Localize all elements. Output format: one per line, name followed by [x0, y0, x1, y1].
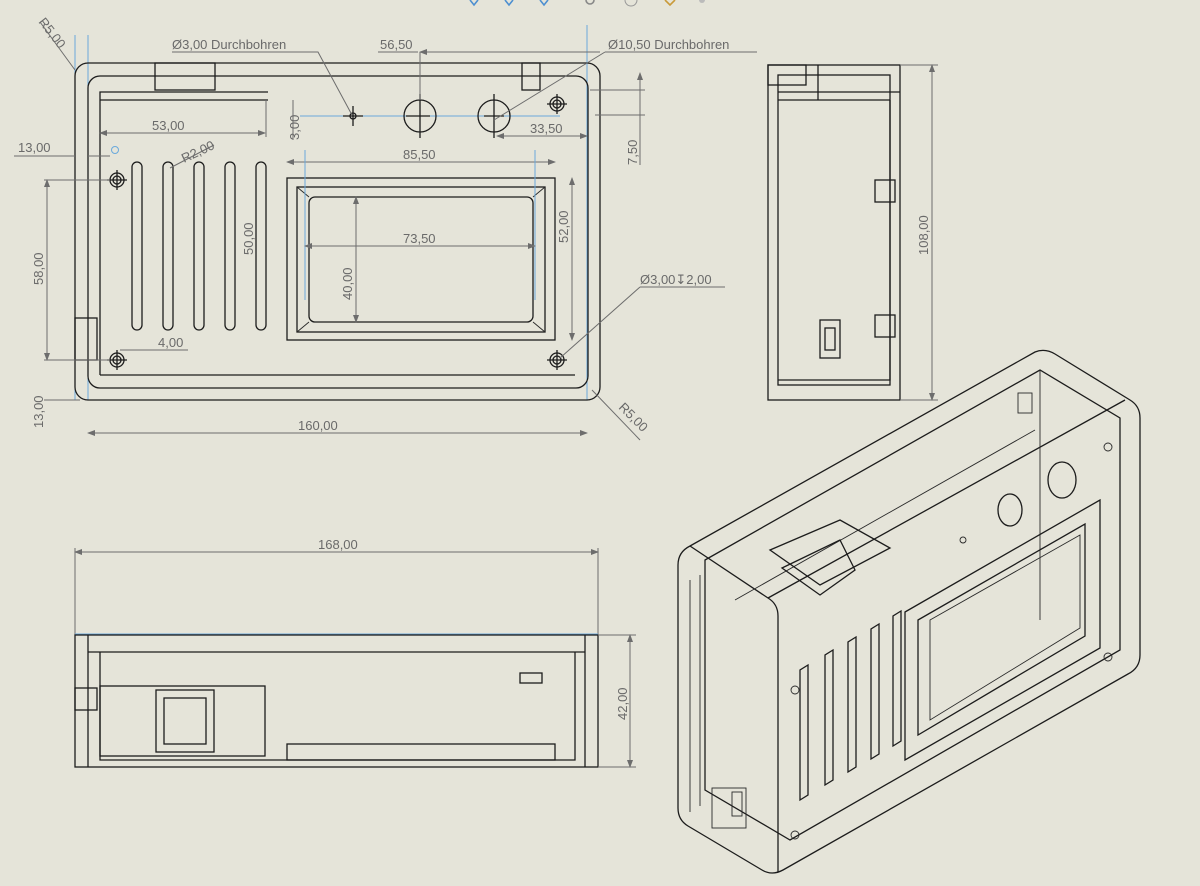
side-view: 108,00 — [767, 64, 938, 401]
dim-50-00: 50,00 — [241, 222, 256, 255]
bottom-view: 168,00 42,00 — [74, 537, 636, 768]
front-dimensions: R5,00 Ø3,00 Durchbohren Ø10,50 Durchbohr… — [14, 15, 757, 441]
dim-13-00-v: 13,00 — [31, 395, 46, 428]
dim-160-00: 160,00 — [298, 418, 338, 433]
dim-58-00: 58,00 — [31, 252, 46, 285]
dim-13-00-h: 13,00 — [18, 140, 51, 155]
dim-108-00: 108,00 — [916, 215, 931, 255]
isometric-view — [677, 349, 1141, 874]
dim-85-50: 85,50 — [403, 147, 436, 162]
dim-4-00: 4,00 — [158, 335, 183, 350]
callout-hole-3mm: Ø3,00 Durchbohren — [172, 37, 286, 52]
dim-53-00: 53,00 — [152, 118, 185, 133]
dim-56-50: 56,50 — [380, 37, 413, 52]
dim-168-00: 168,00 — [318, 537, 358, 552]
dim-r5-bottom: R5,00 — [616, 400, 651, 435]
dim-73-50: 73,50 — [403, 231, 436, 246]
dim-33-50: 33,50 — [530, 121, 563, 136]
toolbar-icons[interactable] — [469, 0, 705, 7]
dim-3-00: 3,00 — [287, 115, 302, 140]
dim-52-00: 52,00 — [556, 210, 571, 243]
callout-hole-10-5mm: Ø10,50 Durchbohren — [608, 37, 729, 52]
dim-r5-top: R5,00 — [36, 15, 69, 52]
dim-42-00: 42,00 — [615, 687, 630, 720]
dim-7-50: 7,50 — [625, 140, 640, 165]
front-view: R5,00 Ø3,00 Durchbohren Ø10,50 Durchbohr… — [14, 15, 757, 441]
vent-slots — [131, 161, 267, 331]
iso-vent-slots — [799, 609, 902, 802]
mount-holes — [107, 94, 567, 370]
callout-mount-hole: Ø3,00↧2,00 — [640, 272, 712, 287]
dim-40-00: 40,00 — [340, 267, 355, 300]
